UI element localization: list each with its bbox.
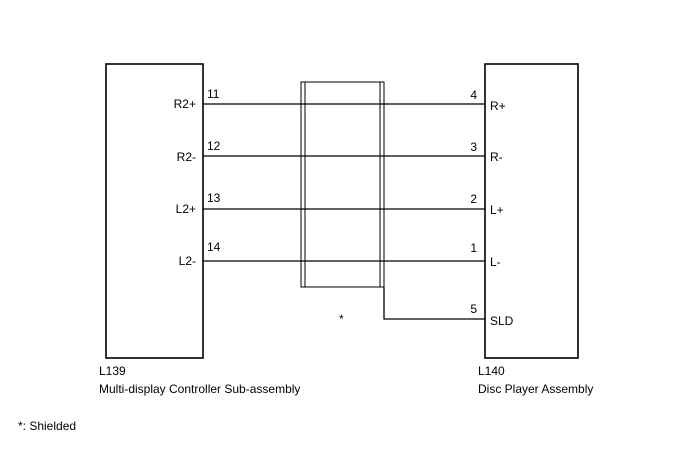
- footnote: *: Shielded: [18, 419, 76, 433]
- shield-inner: [304, 81, 381, 288]
- right-pin-3: 2: [470, 192, 477, 206]
- right-label-4: L-: [490, 255, 501, 269]
- left-pin-2: 12: [207, 139, 221, 153]
- left-pin-4: 14: [207, 240, 221, 254]
- right-pin-1: 4: [470, 88, 477, 102]
- cable-shield: [300, 81, 385, 288]
- right-label-2: R-: [490, 150, 503, 164]
- right-pin-4: 1: [470, 241, 477, 255]
- left-component-name: Multi-display Controller Sub-assembly: [99, 382, 300, 396]
- left-label-2: R2-: [177, 150, 196, 164]
- right-component-code: L140: [478, 364, 505, 378]
- left-pin-3: 13: [207, 191, 221, 205]
- left-component-code: L139: [99, 364, 126, 378]
- shield-marker: *: [339, 312, 344, 326]
- right-pin-2: 3: [470, 140, 477, 154]
- shield-drain-wire: [383, 287, 485, 320]
- right-component-name: Disc Player Assembly: [478, 382, 593, 396]
- left-pin-1: 11: [207, 87, 220, 101]
- left-component-box: [105, 63, 204, 359]
- left-label-4: L2-: [179, 254, 196, 268]
- right-component-box: [484, 63, 579, 359]
- right-label-5: SLD: [490, 314, 514, 328]
- left-label-1: R2+: [174, 97, 196, 111]
- shield-outer: [300, 81, 385, 288]
- left-label-3: L2+: [176, 202, 196, 216]
- right-pin-5: 5: [470, 302, 477, 316]
- right-label-3: L+: [490, 203, 504, 217]
- right-label-1: R+: [490, 99, 506, 113]
